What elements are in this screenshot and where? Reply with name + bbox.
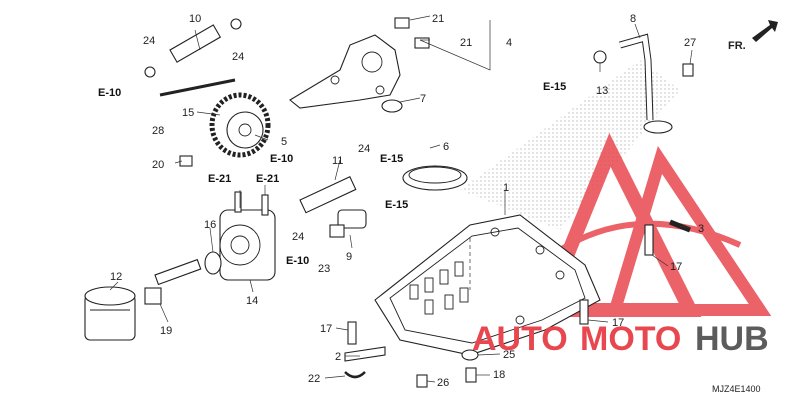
part-label: 15 (182, 107, 194, 119)
part-label: 19 (160, 325, 172, 337)
leader-lines (109, 15, 693, 383)
clamp-22 (344, 371, 366, 379)
oil-filter-bolt (144, 258, 202, 305)
part-label: 24 (358, 143, 370, 155)
part-label: 4 (506, 37, 512, 49)
front-label: FR. (728, 40, 746, 52)
part-label: 11 (332, 155, 343, 167)
part-label: 5 (281, 136, 287, 148)
part-label: 13 (596, 85, 608, 97)
bolt-17 (644, 224, 654, 256)
bolt-20 (179, 155, 193, 167)
oil-pump (289, 17, 430, 109)
part-label: 17 (612, 317, 624, 329)
ref-label: E-21 (208, 173, 231, 185)
oil-filter-boss (204, 191, 276, 281)
part-label: 24 (232, 51, 244, 63)
bolt (682, 63, 694, 77)
part-label: 7 (420, 93, 426, 105)
ref-label: E-10 (98, 87, 121, 99)
part-label: 26 (437, 377, 449, 389)
part-label: 27 (684, 37, 696, 49)
bolt-18 (465, 367, 477, 383)
part-label: 24 (143, 35, 155, 47)
part-label: 10 (189, 13, 201, 25)
diagram-code: MJZ4E1400 (712, 384, 761, 394)
watermark-text-a: AUTO (472, 320, 568, 358)
oil-pipe (593, 33, 694, 134)
part-label: 17 (320, 323, 332, 335)
ref-label: E-15 (385, 199, 408, 211)
bolt-28 (159, 78, 236, 97)
part-label: 23 (318, 263, 330, 275)
bracket-2 (344, 346, 386, 362)
oil-pan (374, 214, 601, 356)
pump-drive-chain (209, 92, 271, 158)
part-labels: 10 24 24 21 21 4 8 27 28 15 5 7 6 13 20 … (110, 13, 704, 389)
dowel-pin (414, 37, 430, 49)
ref-label: E-10 (270, 153, 293, 165)
bolt-17 (347, 321, 357, 345)
oil-strainer (381, 99, 468, 191)
part-label: 2 (335, 351, 341, 363)
relief-valve (329, 209, 367, 238)
watermark-text-b: MOTO (580, 320, 681, 358)
ref-label: E-15 (543, 81, 566, 93)
part-label: 21 (432, 13, 444, 25)
part-label: 25 (503, 349, 515, 361)
part-label: 17 (670, 261, 682, 273)
part-label: 1 (503, 182, 509, 194)
part-label: 6 (443, 141, 449, 153)
part-label: 3 (698, 223, 704, 235)
shaft-10 (169, 24, 222, 63)
part-label: 9 (346, 251, 352, 263)
front-indicator: FR. (728, 20, 778, 52)
ref-label: E-10 (286, 255, 309, 267)
ref-label: E-15 (380, 153, 403, 165)
part-label: 18 (493, 369, 505, 381)
bolt-17 (579, 299, 589, 325)
part-label: 8 (630, 13, 636, 25)
part-label: 28 (152, 125, 164, 137)
watermark-text-c: HUB (695, 320, 769, 358)
ref-label: E-21 (256, 173, 279, 185)
part-label: 14 (246, 295, 258, 307)
part-label: 12 (110, 271, 122, 283)
part-label: 20 (152, 159, 164, 171)
shading-area (460, 60, 680, 230)
part-label: 24 (292, 231, 304, 243)
watermark-text: AUTO MOTO HUB (472, 320, 769, 358)
pipe-11 (299, 176, 357, 214)
part-label: 21 (460, 37, 472, 49)
bolt-26 (416, 374, 428, 388)
reference-labels: E-10 E-15 E-10 E-15 E-21 E-21 E-15 E-10 (98, 81, 566, 267)
part-label: 16 (204, 219, 216, 231)
oil-filter (84, 286, 136, 341)
part-label: 22 (308, 373, 320, 385)
dowel-pin (394, 17, 410, 29)
